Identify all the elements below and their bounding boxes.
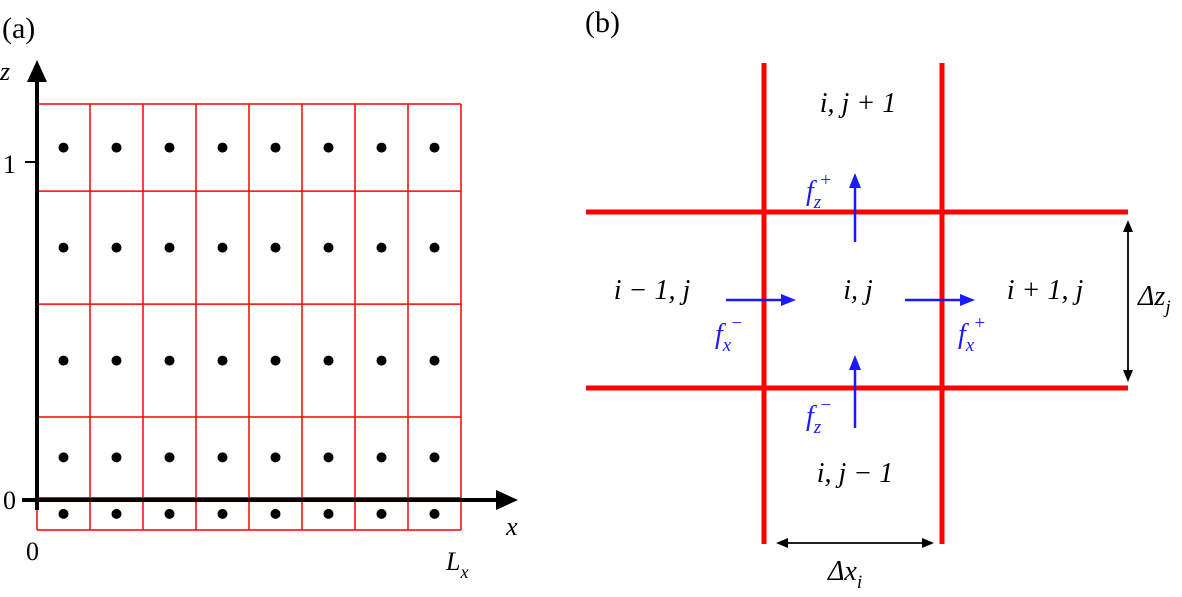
panel-b-label: (b) (585, 6, 620, 39)
cell-center-point (376, 242, 387, 253)
cell-center-point (164, 508, 175, 519)
cell-center-point (270, 508, 281, 519)
x-tick-label-lx: Lx (445, 547, 468, 582)
z-axis-label: z (0, 57, 10, 86)
x-axis-arrowhead (496, 490, 518, 510)
cell-center-point (58, 452, 69, 463)
panel-a-grid (36, 103, 462, 531)
cell-center-point (58, 142, 69, 153)
cell-center-point (111, 142, 122, 153)
dz-label: Δzj (1137, 281, 1171, 318)
panel-b: (b) i, j + 1 i − 1, j i, j i + 1, j i, j… (585, 6, 1171, 593)
cell-center-point (58, 355, 69, 366)
cell-center-point (376, 355, 387, 366)
cell-label-bottom: i, j − 1 (817, 458, 893, 489)
flux-label-z-minus: fz− (806, 395, 832, 438)
x-tick-label-0: 0 (26, 537, 39, 566)
cell-center-point (111, 452, 122, 463)
cell-center-point (111, 242, 122, 253)
cell-center-point (217, 355, 228, 366)
cell-center-point (376, 508, 387, 519)
z-tick-label-1: 1 (3, 150, 16, 179)
cell-center-point (270, 242, 281, 253)
cell-center-point (270, 355, 281, 366)
cell-center-point (429, 242, 440, 253)
cell-center-point (217, 452, 228, 463)
z-tick-label-0: 0 (3, 486, 16, 515)
dx-arrowhead-left (776, 538, 788, 548)
cell-center-point (217, 142, 228, 153)
cell-center-point (58, 508, 69, 519)
panel-a-points (58, 142, 440, 519)
cell-center-point (164, 452, 175, 463)
cell-label-top: i, j + 1 (820, 88, 896, 119)
dz-arrowhead-bottom (1123, 370, 1133, 382)
cell-center-point (429, 355, 440, 366)
cell-label-left: i − 1, j (614, 275, 691, 306)
x-axis-label: x (505, 512, 518, 541)
cell-center-point (323, 355, 334, 366)
cell-center-point (217, 508, 228, 519)
cell-center-point (376, 142, 387, 153)
dx-label: Δxi (827, 556, 862, 593)
cell-center-point (323, 452, 334, 463)
flux-arrow-x-plus (905, 294, 975, 306)
dz-arrowhead-top (1123, 220, 1133, 232)
cell-center-point (217, 242, 228, 253)
cell-center-point (323, 142, 334, 153)
flux-label-z-plus: fz+ (806, 170, 832, 213)
flux-arrow-z-plus (849, 173, 861, 242)
cell-center-point (323, 242, 334, 253)
cell-center-point (111, 508, 122, 519)
cell-center-point (323, 508, 334, 519)
cell-center-point (429, 142, 440, 153)
cell-center-point (376, 452, 387, 463)
cell-center-point (111, 355, 122, 366)
cell-label-center: i, j (843, 275, 873, 306)
dx-arrowhead-right (922, 538, 934, 548)
flux-arrow-z-minus (849, 355, 861, 428)
flux-arrow-x-minus (726, 294, 796, 306)
cell-center-point (164, 242, 175, 253)
flux-label-x-minus: fx− (715, 313, 743, 356)
cell-center-point (270, 452, 281, 463)
cell-center-point (429, 452, 440, 463)
panel-a: (a) z x 1 0 0 Lx (0, 12, 518, 582)
panel-a-label: (a) (2, 12, 35, 45)
cell-center-point (164, 355, 175, 366)
cell-label-right: i + 1, j (1007, 275, 1084, 306)
cell-center-point (164, 142, 175, 153)
cell-center-point (429, 508, 440, 519)
flux-label-x-plus: fx+ (958, 313, 986, 356)
z-axis-arrowhead (27, 60, 47, 82)
cell-center-point (58, 242, 69, 253)
cell-center-point (270, 142, 281, 153)
